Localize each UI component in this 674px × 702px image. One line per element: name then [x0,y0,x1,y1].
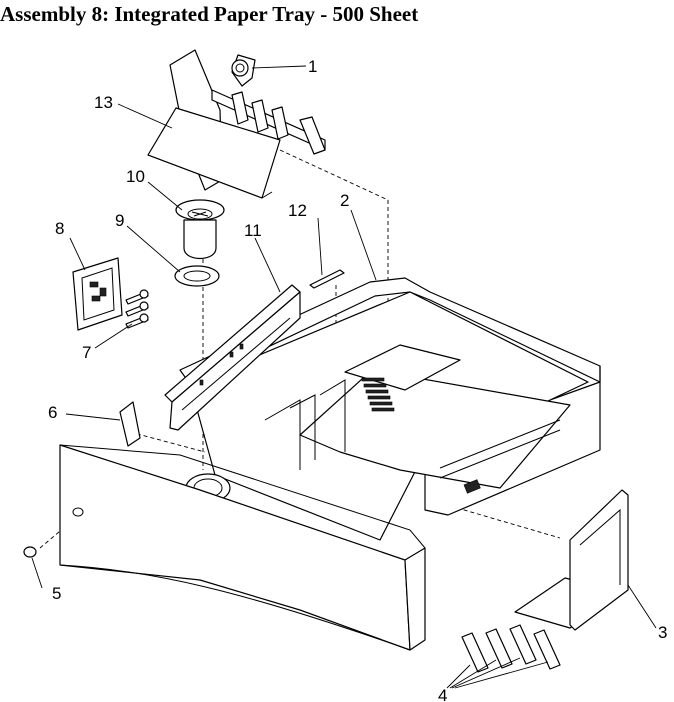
part-4-pads [461,624,561,673]
part-1-separator [231,54,256,87]
guide-ribs [361,377,395,412]
part-10-lift-gear [175,199,225,260]
callout-labels: 1 2 3 4 5 6 7 8 9 10 11 12 13 [48,57,667,702]
callout-13: 13 [94,93,113,112]
callout-10: 10 [126,167,145,186]
callout-2: 2 [340,191,349,210]
part-12-strip [309,269,345,289]
callout-8: 8 [55,219,64,238]
part-9-ring [174,265,220,287]
part-3-end-guide [514,489,629,631]
part-13-guide-assembly [147,49,326,199]
callout-7: 7 [82,343,91,362]
part-6-bracket [119,401,141,447]
callout-1: 1 [308,57,317,76]
callout-11: 11 [244,221,262,240]
part-11-side-rail [164,284,301,431]
callout-9: 9 [115,211,124,230]
callout-12: 12 [288,201,307,220]
callout-5: 5 [52,584,61,603]
part-5-plug [23,546,37,558]
callout-4: 4 [438,686,447,702]
page-title: Assembly 8: Integrated Paper Tray - 500 … [0,2,419,26]
part-7-screws [125,289,149,329]
callout-6: 6 [48,403,57,422]
leader-lines [31,65,657,689]
paper-tray-body [179,277,601,541]
callout-3: 3 [658,623,667,642]
tray-front-cover [59,444,426,651]
part-8-sensor-board [72,257,123,331]
